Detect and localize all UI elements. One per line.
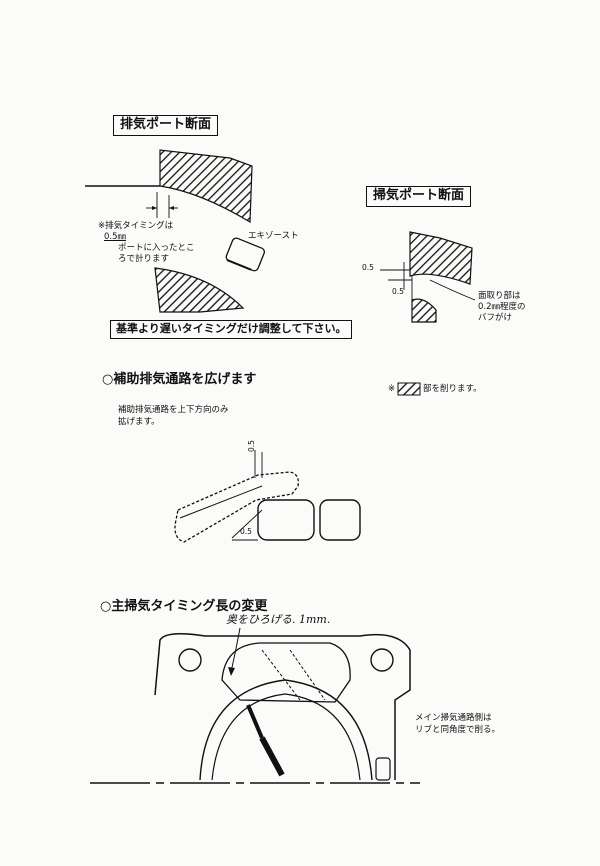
main-scavenge-title: ○主掃気タイミング長の変更 <box>100 599 268 614</box>
chamfer-note-2: 0.2㎜程度の <box>478 302 526 312</box>
aux-exhaust-drawing <box>174 450 361 543</box>
hatch-note: 部を削ります。 <box>423 384 482 394</box>
chamfer-note-3: バフがけ <box>478 313 513 323</box>
exhaust-timing-note-3: ポートに入ったとこ <box>118 243 195 253</box>
hatch-note-prefix: ※ <box>388 384 396 394</box>
exhaust-timing-note-2: 0.5㎜ <box>104 232 127 242</box>
main-scavenge-drawing <box>90 627 420 784</box>
side-note-1: メイン掃気通路側は <box>415 713 492 723</box>
exhaust-timing-note-1: ※排気タイミングは <box>98 221 174 231</box>
aux-exhaust-title: ○補助排気通路を広げます <box>102 372 257 387</box>
scavenge-port-title: 掃気ポート断面 <box>366 186 472 207</box>
chamfer-note-1: 面取り部は <box>478 291 521 301</box>
handwritten-note: 奥をひろげる. 1mm. <box>226 613 331 626</box>
scavenge-port-drawing <box>380 231 476 396</box>
aux-dim-bottom: 0.5 <box>240 527 252 536</box>
exhaust-timing-note-4: ろで計ります <box>118 254 170 264</box>
scavenge-dim-vertical: 0.5 <box>362 263 374 272</box>
timing-instruction: 基準より遅いタイミングだけ調整して下さい。 <box>110 320 353 339</box>
exhaust-label: エキゾースト <box>248 231 299 241</box>
aux-dim-top: 0.5 <box>247 440 256 452</box>
aux-exhaust-desc-2: 拡げます。 <box>118 417 160 427</box>
scavenge-dim-horizontal: 0.5 <box>392 287 404 296</box>
aux-exhaust-desc-1: 補助排気通路を上下方向のみ <box>118 405 229 415</box>
side-note-2: リブと同角度で削る。 <box>415 725 501 735</box>
exhaust-port-drawing <box>85 149 266 313</box>
exhaust-port-title: 排気ポート断面 <box>113 115 219 136</box>
